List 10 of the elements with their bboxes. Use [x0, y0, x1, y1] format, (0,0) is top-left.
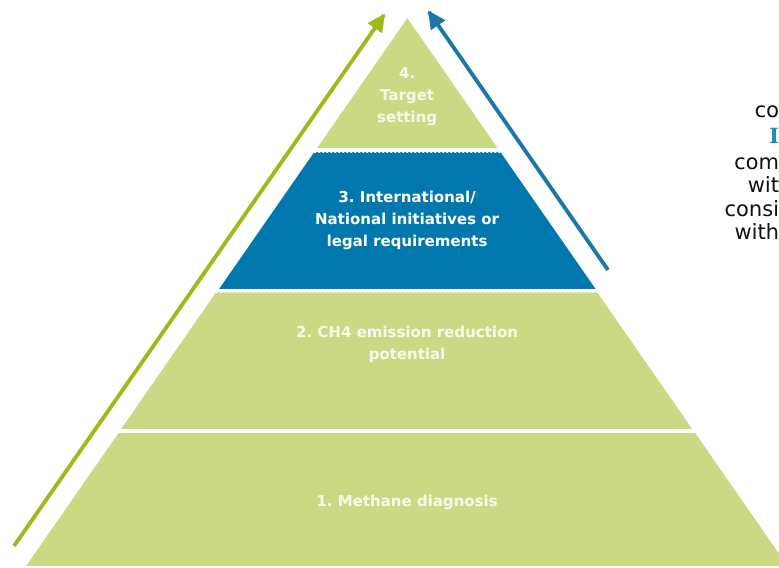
- tier-label: 3. International/ National initiatives or legal requirements: [314, 187, 500, 252]
- cut-off-text: wit: [748, 174, 779, 197]
- cut-off-text: consi: [724, 198, 779, 221]
- tier-label: 2. CH4 emission reduction potential: [295, 322, 519, 365]
- cut-off-text: co: [754, 99, 779, 122]
- cut-off-text: com: [734, 151, 779, 174]
- cut-off-text: I: [769, 124, 779, 147]
- tier-label: 1. Methane diagnosis: [315, 491, 499, 512]
- cut-off-text: with: [734, 221, 779, 244]
- tier-label: 4. Target setting: [376, 63, 438, 128]
